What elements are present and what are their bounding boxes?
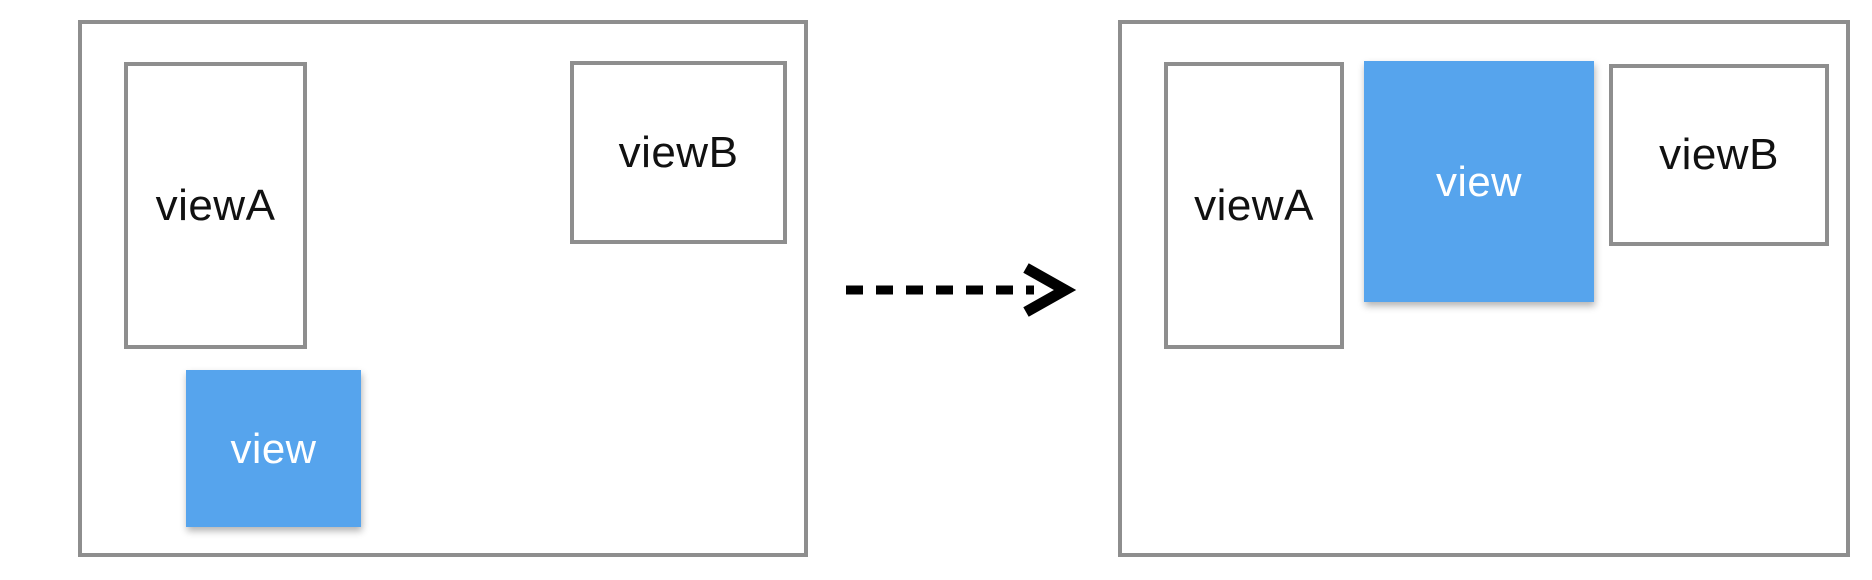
dashed-right-arrow-icon — [846, 263, 1077, 317]
viewB-box-before: viewB — [570, 61, 787, 244]
viewA-label-before: viewA — [155, 180, 276, 230]
viewA-label-after: viewA — [1194, 180, 1314, 230]
view-box-before: view — [186, 370, 361, 527]
superview-after: viewA view viewB — [1118, 20, 1850, 557]
viewB-label-before: viewB — [618, 127, 739, 177]
view-label-before: view — [230, 424, 317, 472]
viewA-box-after: viewA — [1164, 62, 1344, 349]
view-label-after: view — [1435, 157, 1523, 205]
view-box-after: view — [1364, 61, 1594, 302]
viewB-box-after: viewB — [1609, 64, 1829, 246]
transition-arrow — [842, 258, 1082, 322]
viewB-label-after: viewB — [1659, 130, 1779, 179]
superview-before: viewA viewB view — [78, 20, 808, 557]
viewA-box-before: viewA — [124, 62, 307, 349]
